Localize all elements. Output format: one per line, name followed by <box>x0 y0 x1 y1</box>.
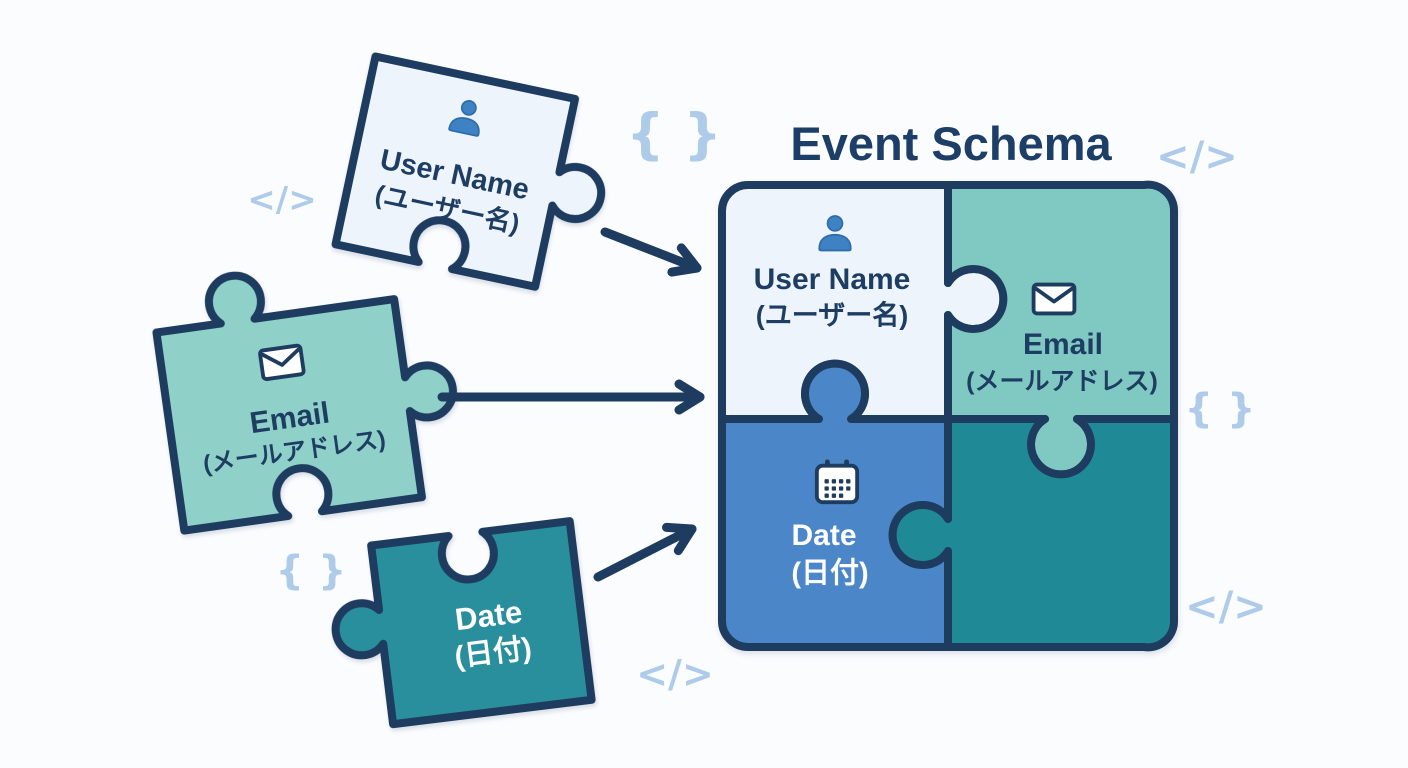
code-tag-icon: </> <box>247 180 317 220</box>
arrow-user-name <box>600 227 702 277</box>
code-tag-icon: </> <box>1156 134 1238 180</box>
event-schema-puzzle: User Name (ユーザー名) Email (メールアドレス) Date <box>718 180 1179 652</box>
schema-label-email-ja: (メールアドレス) <box>966 367 1158 396</box>
puzzle-piece-email-shape <box>152 271 457 535</box>
code-tag-icon: </> <box>1185 584 1267 630</box>
puzzle-piece-date-shape <box>331 517 596 729</box>
code-tag-icon: </> <box>636 652 714 696</box>
braces-icon: { } <box>1184 386 1256 432</box>
braces-icon: { } <box>626 102 722 166</box>
envelope-icon <box>257 342 307 382</box>
event-schema-puzzle-shape <box>718 180 1179 652</box>
puzzle-piece-user-name-shape <box>331 52 606 291</box>
braces-icon: { } <box>275 548 347 594</box>
person-icon <box>814 212 856 254</box>
schema-label-email: Email <box>1022 328 1104 361</box>
schema-label-date-ja: (日付) <box>791 557 869 590</box>
field-label-date: Date <box>453 594 525 638</box>
puzzle-piece-date: Date (日付) <box>321 512 606 762</box>
schema-label-date: Date <box>791 519 857 552</box>
arrow-email <box>437 379 705 415</box>
envelope-icon <box>1031 282 1077 316</box>
puzzle-piece-email: Email (メールアドレス) <box>141 238 475 542</box>
schema-label-user-name-ja: (ユーザー名) <box>755 300 909 331</box>
puzzle-piece-user-name: User Name (ユーザー名) <box>320 47 628 332</box>
arrow-date <box>593 522 697 582</box>
schema-quadrant-empty <box>888 415 1179 652</box>
person-icon <box>443 93 490 140</box>
schema-label-user-name: User Name <box>753 263 911 296</box>
diagram-title: Event Schema <box>790 117 1112 170</box>
flow-arrows <box>437 227 705 582</box>
calendar-icon <box>813 458 861 506</box>
